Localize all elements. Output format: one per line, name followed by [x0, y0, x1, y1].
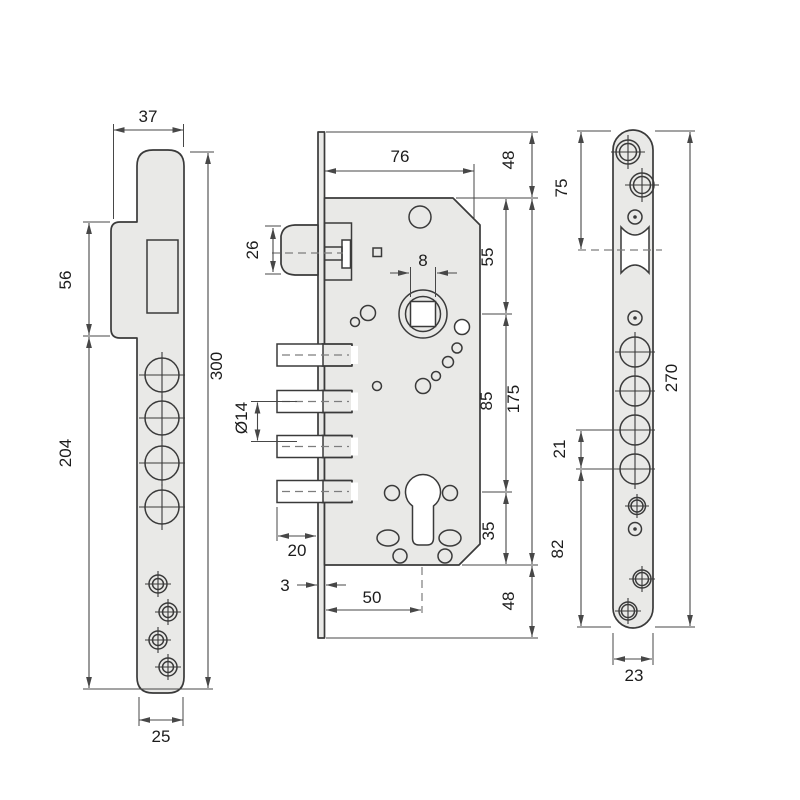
- bolt-hole: [139, 440, 185, 486]
- dim-cylinder-to-bottom: 35: [479, 522, 498, 541]
- cylinder-screw-hole: [383, 484, 401, 502]
- screw-hole: [155, 599, 181, 625]
- screw-hole: [155, 654, 181, 680]
- dim-latch-width: 26: [243, 241, 262, 260]
- latch-bolt: [280, 224, 319, 276]
- dim-box-height: 56: [56, 271, 75, 290]
- rivet-hole: [627, 209, 643, 225]
- rivet-hole: [430, 370, 442, 382]
- screw-hole: [625, 494, 649, 518]
- rivet-hole: [437, 548, 453, 564]
- faceplate-front-view: 75 270 21 82 23: [548, 129, 695, 685]
- dim-top-to-latch: 75: [552, 179, 571, 198]
- deadbolt: [276, 479, 358, 504]
- strike-box-cutout: [146, 239, 179, 314]
- dim-top-to-spindle: 55: [478, 248, 497, 267]
- dim-bottom-offset: 48: [499, 592, 518, 611]
- screw-hole: [611, 135, 645, 169]
- bolt-hole: [615, 332, 655, 372]
- screw-hole: [145, 571, 171, 597]
- lock-case-outline: [323, 197, 481, 566]
- dim-total-height: 300: [207, 352, 226, 380]
- case-hole: [408, 205, 432, 229]
- dim-faceplate-thickness: 3: [280, 576, 289, 595]
- bolt-hole: [615, 371, 655, 411]
- bolt-hole: [139, 484, 185, 530]
- spindle-follower-inner: [404, 295, 442, 333]
- dim-hole-pitch: 21: [550, 440, 569, 459]
- latch-housing-bar: [341, 239, 352, 269]
- euro-cylinder-hole: [404, 473, 442, 546]
- screw-hole: [145, 627, 171, 653]
- dim-depth-top: 37: [139, 107, 158, 126]
- dim-top-offset: 48: [499, 151, 518, 170]
- dim-body-height: 204: [56, 439, 75, 467]
- cylinder-screw-hole: [441, 484, 459, 502]
- screw-hole: [629, 566, 655, 592]
- deadbolt: [276, 389, 358, 414]
- rivet-hole: [359, 304, 377, 322]
- dim-backset: 50: [363, 588, 382, 607]
- deadbolt: [276, 434, 358, 459]
- rivet-hole: [392, 548, 408, 564]
- dim-faceplate-height: 270: [662, 364, 681, 392]
- dim-faceplate-width: 23: [625, 666, 644, 685]
- dim-spindle-square: 8: [418, 251, 427, 270]
- rivet-hole: [349, 316, 361, 328]
- bolt-hole: [615, 410, 655, 450]
- rivet-hole: [627, 521, 643, 537]
- screw-hole: [615, 598, 641, 624]
- rivet-hole: [414, 377, 432, 395]
- rivet-hole: [451, 342, 463, 354]
- rivet-hole: [453, 318, 471, 336]
- dim-bolt-diameter: Ø14: [232, 402, 251, 434]
- screw-hole: [625, 168, 659, 202]
- bolt-hole: [139, 352, 185, 398]
- bolt-hole: [615, 449, 655, 489]
- faceplate-outline: [612, 129, 654, 629]
- dim-depth-bottom: 25: [152, 727, 171, 746]
- dim-case-width: 76: [391, 147, 410, 166]
- case-square-hole: [372, 247, 383, 258]
- dim-spindle-to-cylinder: 85: [477, 392, 496, 411]
- faceplate-strip: [317, 131, 326, 639]
- rivet-hole: [371, 380, 383, 392]
- lock-case-side-view: 76 48 26 8 55 Ø14 85 175 20 35 3 50 48: [232, 131, 538, 639]
- oval-slot: [438, 529, 462, 547]
- oval-slot: [376, 529, 400, 547]
- dim-case-height: 175: [504, 385, 523, 413]
- bolt-hole: [139, 395, 185, 441]
- deadbolt: [276, 343, 358, 367]
- spindle-square: [409, 300, 437, 328]
- dim-latch-to-bottom: 82: [548, 540, 567, 559]
- rivet-hole: [627, 310, 643, 326]
- rivet-hole: [441, 355, 455, 369]
- strike-box-outline: [110, 149, 185, 694]
- spindle-follower-outer: [398, 289, 448, 339]
- strike-box-side-view: 37 56 204 300 25: [56, 107, 226, 746]
- dim-bolt-throw: 20: [288, 541, 307, 560]
